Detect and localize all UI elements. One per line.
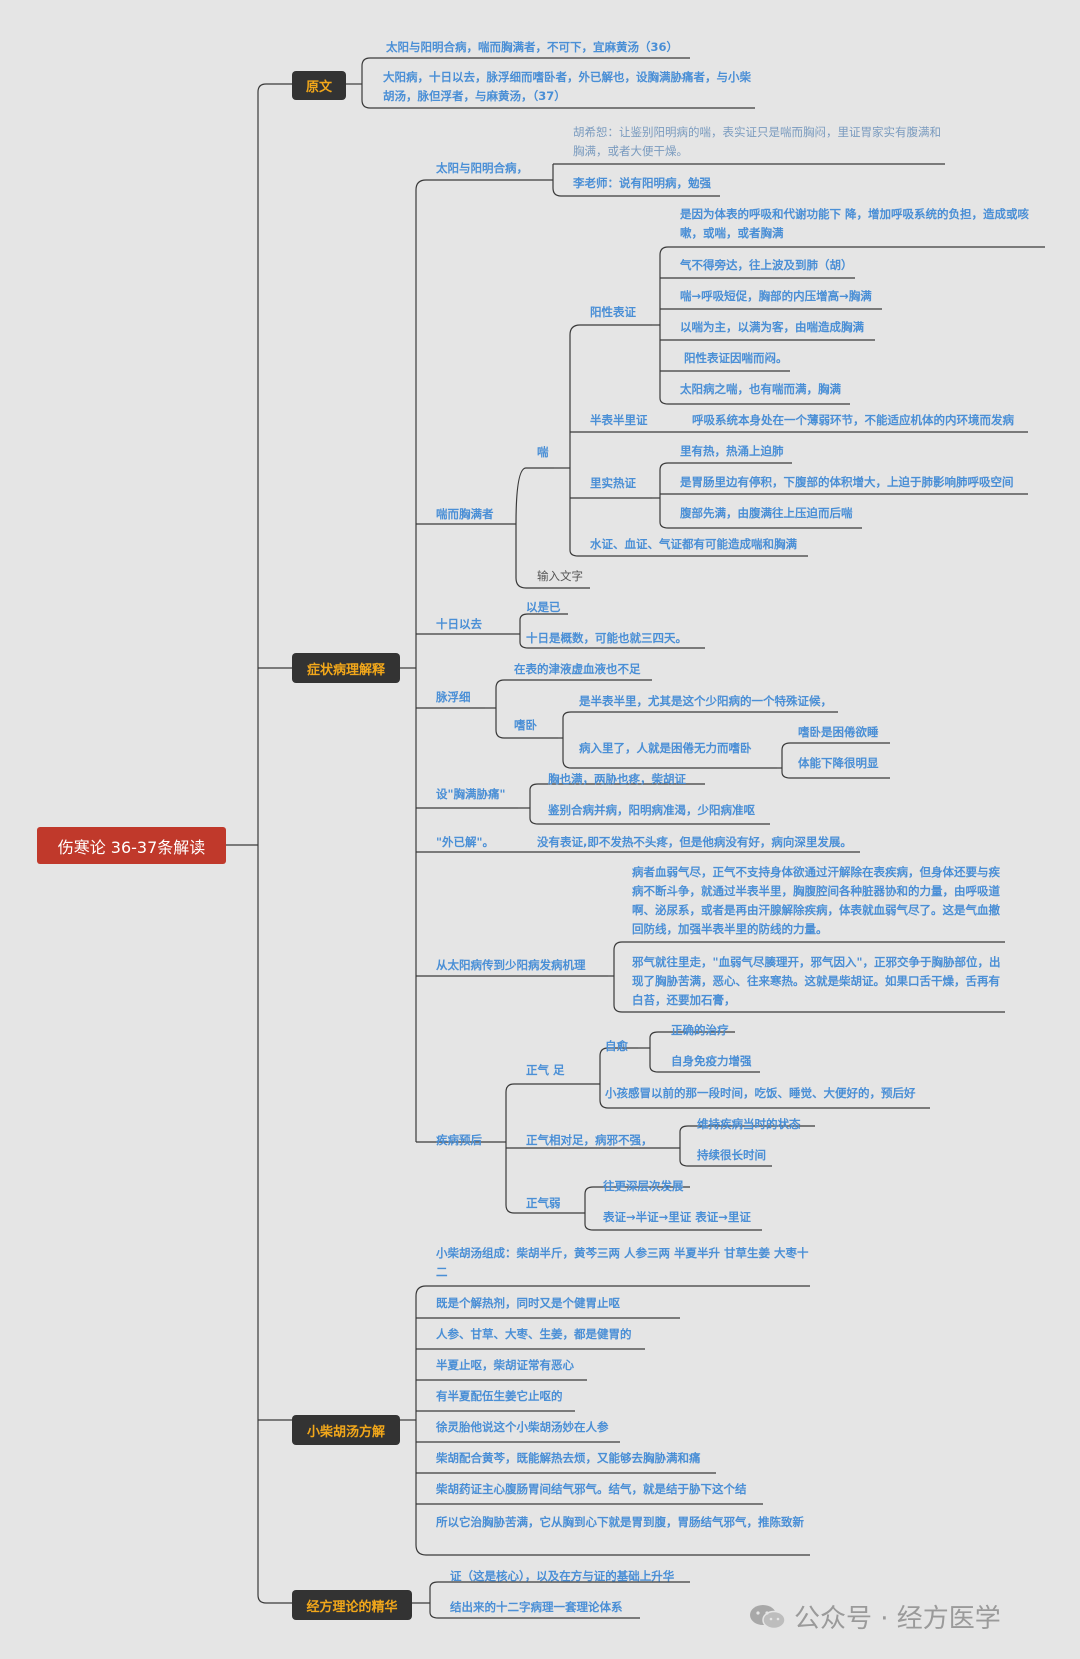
section-jingfang[interactable]: 经方理论的精华 [292, 1590, 412, 1620]
node-shiri-yiqu[interactable]: 十日以去 [436, 617, 482, 631]
wechat-icon [750, 1604, 786, 1629]
she-a[interactable]: 胸也满，两胁也疼，柴胡证 [548, 772, 686, 786]
node-lishi-rezheng[interactable]: 里实热证 [590, 476, 636, 490]
yx-item[interactable]: 是因为体表的呼吸和代谢功能下 降，增加呼吸系统的负担，造成或咳嗽，或喘，或者胸满 [680, 207, 1029, 240]
jf-item[interactable]: 证（这是核心），以及在方与证的基础上升华 [450, 1569, 675, 1583]
node-jibing-yuhou[interactable]: 疾病预后 [436, 1133, 482, 1147]
yuhou-xiaohai[interactable]: 小孩感冒以前的那一段时间，吃饭、睡觉、大便好的，预后好 [605, 1086, 916, 1100]
node-she-xiongman[interactable]: 设"胸满胁痛" [436, 787, 506, 801]
ls-item[interactable]: 腹部先满，由腹满往上压迫而后喘 [680, 506, 853, 520]
shiri-b[interactable]: 十日是概数，可能也就三四天。 [526, 631, 687, 645]
ls-item[interactable]: 里有热，热涌上迫肺 [680, 444, 784, 458]
xd-b[interactable]: 持续很长时间 [697, 1148, 766, 1162]
xd-a[interactable]: 维持疾病当时的状态 [697, 1117, 801, 1131]
node-input-placeholder[interactable]: 输入文字 [537, 569, 583, 583]
watermark: 公众号 · 经方医学 [748, 1598, 1001, 1635]
banbiao-text[interactable]: 呼吸系统本身处在一个薄弱环节，不能适应机体的内环境而发病 [692, 413, 1014, 427]
yx-item[interactable]: 太阳病之喘，也有喘而满，胸满 [680, 382, 841, 396]
node-wai-yijie[interactable]: "外已解"。 [436, 835, 494, 849]
section-symptom-pathology[interactable]: 症状病理解释 [292, 653, 400, 683]
yx-item[interactable]: 气不得旁达，往上波及到肺（胡） [680, 258, 853, 272]
xch-item[interactable]: 所以它治胸胁苦满，它从胸到心下就是胃到腹，胃肠结气邪气，推陈致新 [436, 1515, 804, 1529]
section-xiaochaihu[interactable]: 小柴胡汤方解 [292, 1415, 400, 1445]
root-node[interactable]: 伤寒论 36-37条解读 [37, 827, 226, 864]
yx-item[interactable]: 喘→呼吸短促，胸部的内压增高→胸满 [680, 289, 872, 303]
node-taiyang-yangming[interactable]: 太阳与阳明合病， [436, 161, 528, 175]
she-b[interactable]: 鉴别合病并病，阳明病准渴，少阳病准呕 [548, 803, 755, 817]
node-zhengqi-ruo[interactable]: 正气弱 [526, 1196, 561, 1210]
mai-c[interactable]: 病入里了，人就是困倦无力而嗜卧 [579, 741, 752, 755]
node-chuan-xiongman[interactable]: 喘而胸满者 [436, 507, 494, 521]
wai-a[interactable]: 没有表证,即不发热不头疼，但是他病没有好，病向深里发展。 [537, 835, 852, 849]
mai-a[interactable]: 在表的津液虚血液也不足 [514, 662, 641, 676]
yuanwen-line-36[interactable]: 太阳与阳明合病，喘而胸满者，不可下，宜麻黄汤（36） [386, 40, 679, 54]
node-ziyu[interactable]: 自愈 [605, 1039, 628, 1053]
xch-item[interactable]: 人参、甘草、大枣、生姜，都是健胃的 [436, 1327, 632, 1341]
node-cong-taiyang[interactable]: 从太阳病传到少阳病发病机理 [436, 958, 586, 972]
xch-item[interactable]: 徐灵胎他说这个小柴胡汤妙在人参 [436, 1420, 609, 1434]
watermark-text: 公众号 · 经方医学 [794, 1604, 1001, 1634]
node-yangxing-biaozheng[interactable]: 阳性表证 [590, 305, 636, 319]
shiri-a[interactable]: 以是已 [526, 600, 561, 614]
mai-e[interactable]: 体能下降很明显 [798, 756, 879, 770]
node-shuizheng[interactable]: 水证、血证、气证都有可能造成喘和胸满 [590, 537, 797, 551]
cong-b[interactable]: 邪气就往里走，"血弱气尽腠理开，邪气因入"，正邪交争于胸胁部位，出现了胸胁苦满，… [632, 955, 1001, 1007]
yx-item[interactable]: 阳性表证因喘而闷。 [680, 351, 788, 365]
yx-item[interactable]: 以喘为主，以满为客，由喘造成胸满 [680, 320, 864, 334]
ziyu-b[interactable]: 自身免疫力增强 [671, 1054, 752, 1068]
xch-item[interactable]: 半夏止呕，柴胡证常有恶心 [436, 1358, 574, 1372]
node-zhengqi-xiangdui[interactable]: 正气相对足，病邪不强， [526, 1133, 653, 1147]
jf-item[interactable]: 结出来的十二字病理一套理论体系 [450, 1600, 623, 1614]
yuanwen-line-37[interactable]: 大阳病，十日以去，脉浮细而嗜卧者，外已解也，设胸满胁痛者，与小柴胡汤，脉但浮者，… [383, 70, 751, 103]
cong-a[interactable]: 病者血弱气尽，正气不支持身体欲通过汗解除在表疾病，但身体还要与疾病不断斗争，就通… [632, 865, 1000, 936]
xch-item[interactable]: 既是个解热剂，同时又是个健胃止呕 [436, 1296, 620, 1310]
node-zhengqi-zu[interactable]: 正气 足 [526, 1063, 565, 1077]
xch-item[interactable]: 柴胡配合黄芩，既能解热去烦，又能够去胸胁满和痛 [436, 1451, 701, 1465]
ziyu-a[interactable]: 正确的治疗 [671, 1023, 729, 1037]
mai-b[interactable]: 是半表半里，尤其是这个少阳病的一个特殊证候， [579, 694, 832, 708]
node-mai-fuxi[interactable]: 脉浮细 [436, 690, 471, 704]
node-li-laoshi[interactable]: 李老师：说有阳明病，勉强 [573, 176, 711, 190]
section-yuanwen[interactable]: 原文 [292, 71, 346, 100]
xch-item[interactable]: 小柴胡汤组成：柴胡半斤，黄芩三两 人参三两 半夏半升 甘草生姜 大枣十二 [436, 1246, 809, 1279]
ls-item[interactable]: 是胃肠里边有停积，下腹部的体积增大，上迫于肺影响肺呼吸空间 [680, 475, 1014, 489]
xch-item[interactable]: 柴胡药证主心腹肠胃间结气邪气。结气，就是结于胁下这个结 [436, 1482, 747, 1496]
node-shiwo[interactable]: 嗜卧 [514, 718, 537, 732]
ruo-b[interactable]: 表证→半证→里证 表证→里证 [603, 1210, 751, 1224]
ruo-a[interactable]: 往更深层次发展 [603, 1179, 684, 1193]
node-chuan[interactable]: 喘 [537, 445, 549, 459]
mai-d[interactable]: 嗜卧是困倦欲睡 [798, 725, 879, 739]
node-hu-xishu[interactable]: 胡希恕：让鉴别阳明病的喘，表实证只是喘而胸闷，里证胃家实有腹满和胸满，或者大便干… [573, 125, 941, 158]
node-banbiao-banli[interactable]: 半表半里证 [590, 413, 648, 427]
xch-item[interactable]: 有半夏配伍生姜它止呕的 [436, 1389, 563, 1403]
